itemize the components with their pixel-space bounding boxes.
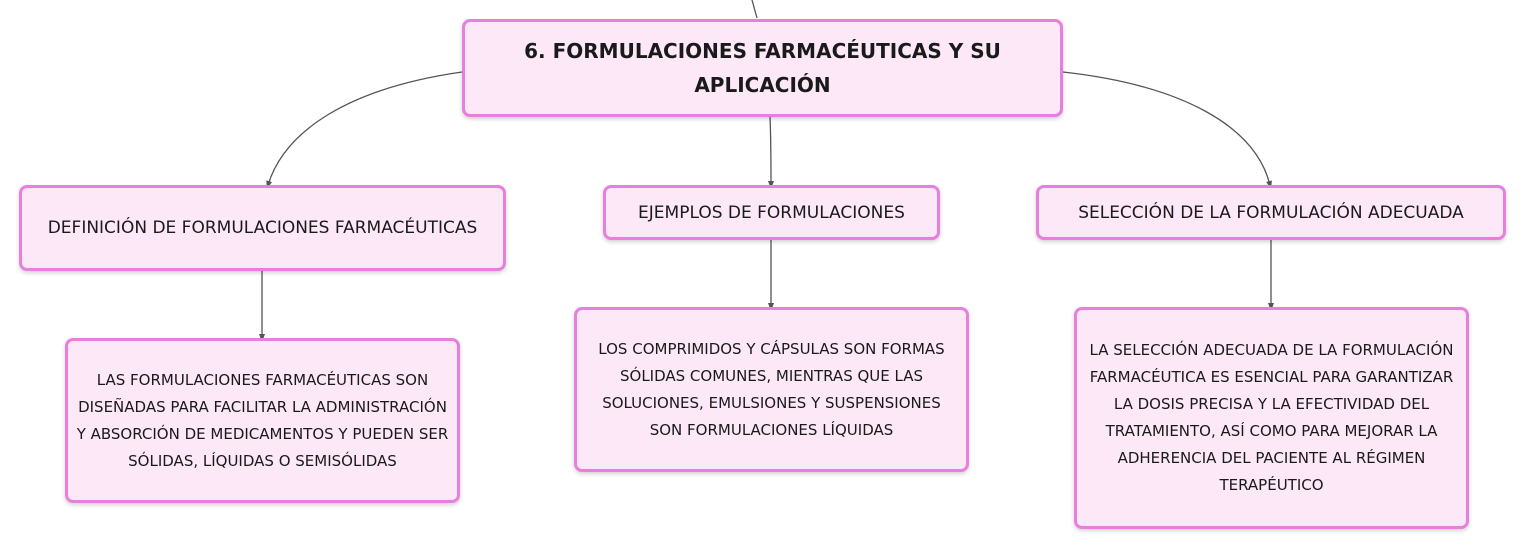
branch-definicion[interactable]: DEFINICIÓN DE FORMULACIONES FARMACÉUTICA… [19, 185, 506, 271]
branch-ejemplos[interactable]: EJEMPLOS DE FORMULACIONES [603, 185, 940, 240]
branch-definicion-label: DEFINICIÓN DE FORMULACIONES FARMACÉUTICA… [47, 218, 478, 238]
connector-central-to-ejemplos [767, 116, 774, 189]
detail-ejemplos-text: LOS COMPRIMIDOS Y CÁPSULAS SON FORMAS SÓ… [598, 339, 945, 439]
central-topic-title: 6. FORMULACIONES FARMACÉUTICAS Y SU APLI… [524, 39, 1001, 97]
branch-ejemplos-label: EJEMPLOS DE FORMULACIONES [638, 202, 905, 223]
branch-seleccion[interactable]: SELECCIÓN DE LA FORMULACIÓN ADECUADA [1036, 185, 1506, 240]
connector-central-to-definicion [266, 71, 463, 189]
central-topic[interactable]: 6. FORMULACIONES FARMACÉUTICAS Y SU APLI… [462, 19, 1063, 117]
detail-definicion[interactable]: LAS FORMULACIONES FARMACÉUTICAS SON DISE… [65, 338, 460, 503]
connector-parent-to-central [751, 0, 758, 19]
connector-central-to-seleccion [1062, 71, 1272, 189]
detail-ejemplos[interactable]: LOS COMPRIMIDOS Y CÁPSULAS SON FORMAS SÓ… [574, 307, 969, 472]
detail-seleccion-text: LA SELECCIÓN ADECUADA DE LA FORMULACIÓN … [1089, 341, 1454, 494]
detail-definicion-text: LAS FORMULACIONES FARMACÉUTICAS SON DISE… [76, 370, 449, 470]
detail-seleccion[interactable]: LA SELECCIÓN ADECUADA DE LA FORMULACIÓN … [1074, 307, 1469, 529]
branch-seleccion-label: SELECCIÓN DE LA FORMULACIÓN ADECUADA [1078, 202, 1464, 223]
